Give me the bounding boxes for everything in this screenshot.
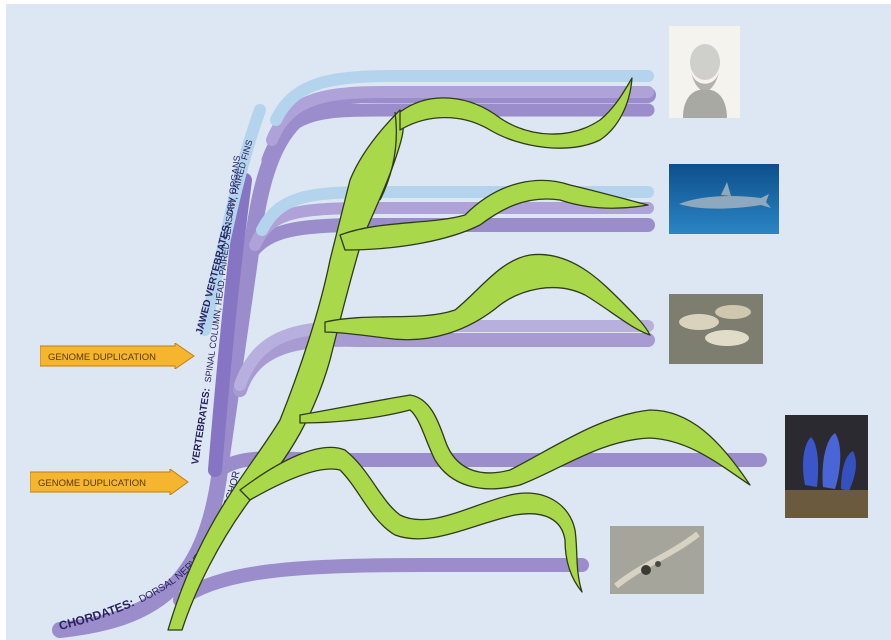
lancelet-photo bbox=[669, 294, 763, 364]
genome-duplication-arrow-upper: GENOME DUPLICATION bbox=[40, 343, 200, 369]
genome-duplication-label-lower: GENOME DUPLICATION bbox=[38, 478, 146, 489]
shark-photo bbox=[669, 164, 779, 234]
ribbon-trunk bbox=[168, 110, 403, 630]
shark-photo-icon bbox=[669, 164, 779, 234]
sea-squirt-photo bbox=[785, 415, 868, 518]
lancelet-photo-icon bbox=[669, 294, 763, 364]
darwin-portrait-icon bbox=[669, 26, 740, 118]
lineage-band-hemichordate bbox=[180, 565, 582, 600]
acorn-worm-photo bbox=[610, 526, 704, 594]
genome-duplication-label-upper: GENOME DUPLICATION bbox=[48, 352, 156, 363]
darwin-portrait bbox=[669, 26, 740, 118]
acorn-worm-photo-icon bbox=[610, 526, 704, 594]
genome-duplication-arrow-lower: GENOME DUPLICATION bbox=[30, 469, 190, 495]
sea-squirt-photo-icon bbox=[785, 415, 868, 518]
